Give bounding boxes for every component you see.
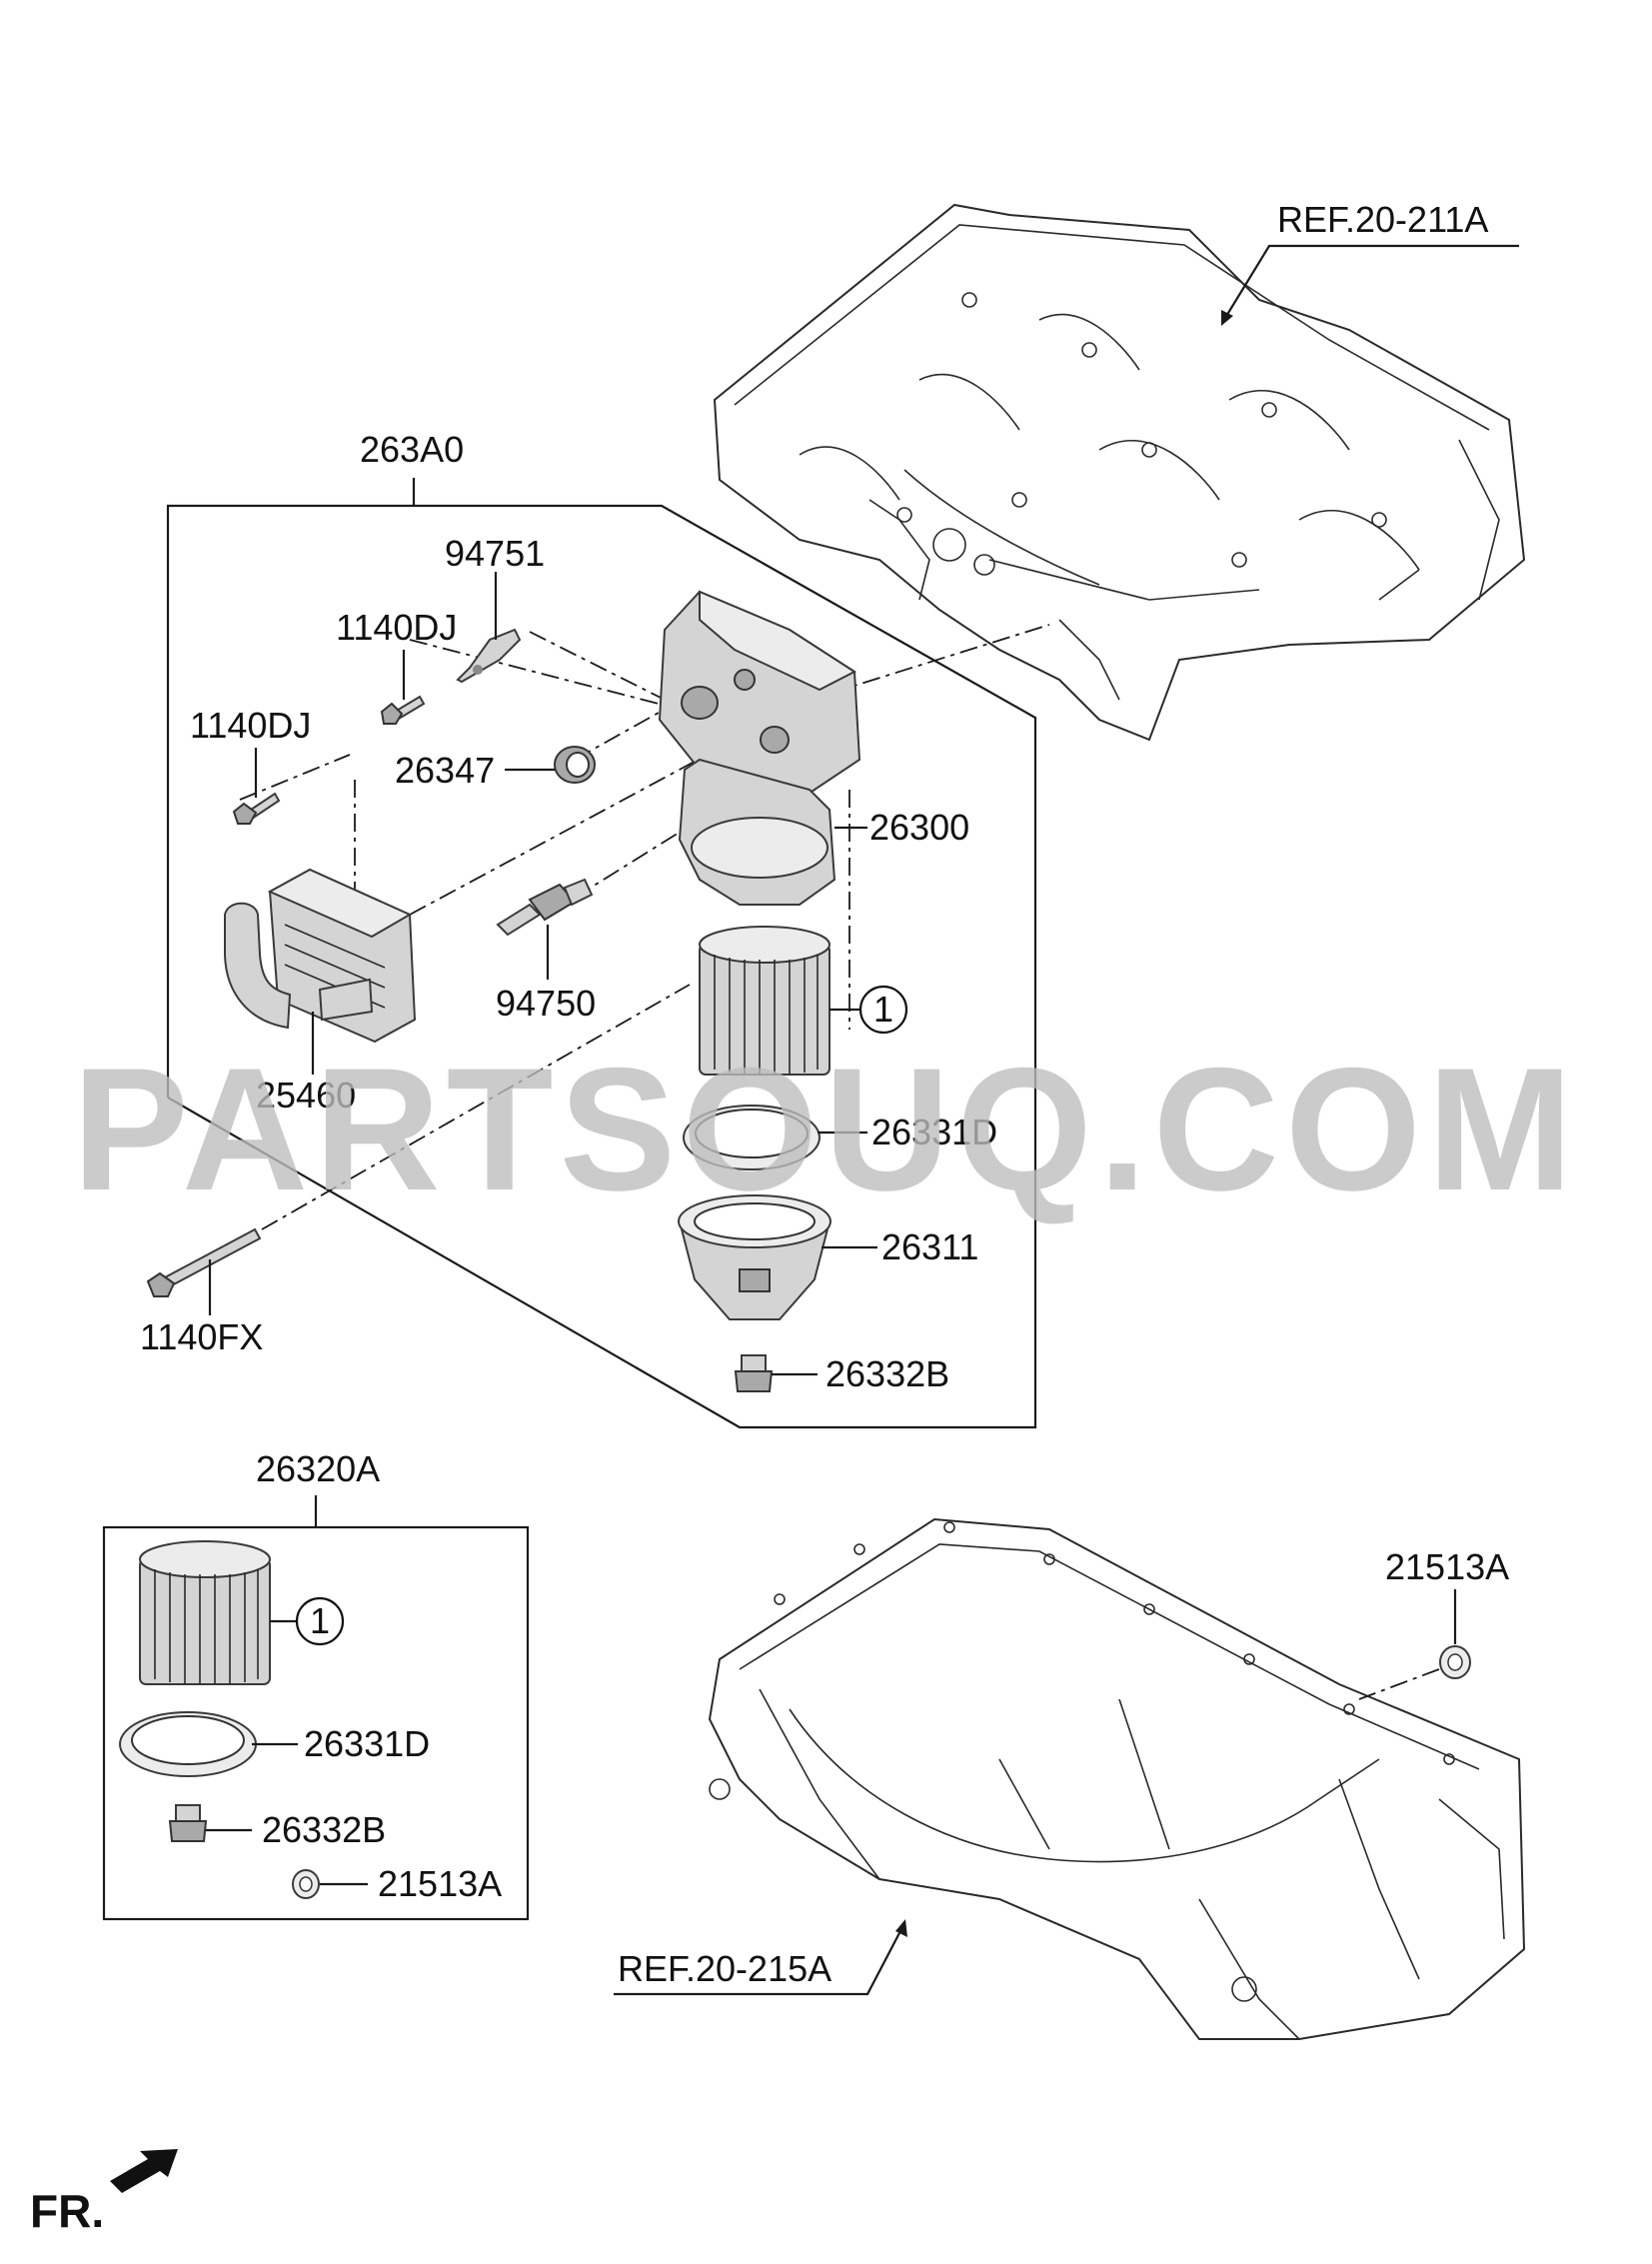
ref-block-leader bbox=[1224, 244, 1519, 319]
ref-block-label[interactable]: REF.20-211A bbox=[1277, 199, 1488, 240]
alignment-lines bbox=[239, 624, 1050, 1230]
engine-block-drawing bbox=[713, 203, 1526, 742]
front-direction-arrow-icon bbox=[110, 2149, 178, 2193]
kit-21513A-label[interactable]: 21513A bbox=[378, 1863, 502, 1904]
ref-pan-label[interactable]: REF.20-215A bbox=[618, 1948, 831, 1989]
kit-26332B-drain-plug[interactable] bbox=[168, 1804, 208, 1842]
group-26320A-label[interactable]: 26320A bbox=[256, 1448, 380, 1489]
p26331D-label[interactable]: 26331D bbox=[871, 1112, 997, 1152]
part-26347-ring[interactable] bbox=[554, 746, 596, 784]
part-94750-sensor[interactable] bbox=[496, 878, 594, 937]
part-94751-bracket[interactable] bbox=[456, 628, 522, 684]
p94750-label[interactable]: 94750 bbox=[496, 983, 596, 1024]
p26332B-label[interactable]: 26332B bbox=[826, 1353, 949, 1394]
callout-1-circle bbox=[858, 985, 908, 1035]
kit-26332B-label[interactable]: 26332B bbox=[262, 1809, 386, 1850]
part-26311-filter-cap[interactable] bbox=[678, 1194, 831, 1320]
p26311-label[interactable]: 26311 bbox=[881, 1226, 978, 1267]
part-25460-oil-cooler[interactable] bbox=[224, 868, 417, 1044]
kit-26331D-o-ring[interactable] bbox=[119, 1711, 257, 1777]
oil-pan-drawing bbox=[708, 1517, 1526, 2040]
p26300-label[interactable]: 26300 bbox=[869, 807, 969, 848]
part-1140FX-bolt[interactable] bbox=[146, 1227, 262, 1297]
part-oil-filter-element[interactable] bbox=[699, 926, 830, 1076]
ref-pan-leader bbox=[614, 1928, 902, 1996]
p25460-label[interactable]: 25460 bbox=[256, 1075, 356, 1116]
p21513A-label[interactable]: 21513A bbox=[1385, 1546, 1509, 1587]
p1140FX-label[interactable]: 1140FX bbox=[140, 1316, 263, 1357]
ref-block-arrowhead bbox=[1221, 310, 1233, 326]
watermark-text: PARTSOUQ.COM bbox=[72, 1033, 1579, 1227]
kit-26331D-label[interactable]: 26331D bbox=[304, 1723, 430, 1764]
part-26331D-o-ring[interactable] bbox=[683, 1105, 821, 1170]
part-1140DJ-bolt-upper[interactable] bbox=[380, 695, 426, 725]
part-21513A-washer[interactable] bbox=[1439, 1645, 1471, 1679]
washer-alignment-line bbox=[1358, 1668, 1440, 1700]
p1140DJ-a-label[interactable]: 1140DJ bbox=[336, 607, 457, 648]
front-label: FR. bbox=[30, 2185, 104, 2237]
group-263A0-label[interactable]: 263A0 bbox=[360, 429, 464, 470]
p26347-label[interactable]: 26347 bbox=[395, 750, 495, 791]
part-1140DJ-bolt-lower[interactable] bbox=[232, 792, 281, 825]
kit-callout-1-label[interactable]: 1 bbox=[310, 1600, 330, 1641]
ref-pan-arrowhead bbox=[895, 1919, 907, 1937]
group-263A0-frame bbox=[166, 504, 1037, 1429]
callout-1-label[interactable]: 1 bbox=[873, 989, 893, 1030]
kit-callout-1-circle bbox=[295, 1596, 345, 1646]
p94751-label[interactable]: 94751 bbox=[445, 533, 545, 574]
kit-oil-filter-element[interactable] bbox=[139, 1540, 271, 1685]
kit-21513A-washer[interactable] bbox=[292, 1869, 320, 1899]
part-26300-oil-filter-housing[interactable] bbox=[658, 590, 861, 906]
p1140DJ-b-label[interactable]: 1140DJ bbox=[190, 705, 311, 746]
part-26332B-drain-plug[interactable] bbox=[734, 1354, 774, 1392]
